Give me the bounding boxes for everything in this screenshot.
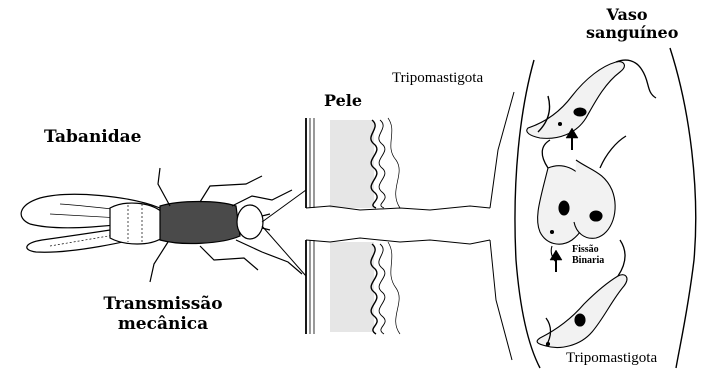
transmissao-label-line2: mecânica (58, 314, 268, 334)
skin-dermis-upper (330, 120, 374, 208)
vessel-wall-left (515, 60, 540, 368)
tripomastigota-bottom-label: Tripomastigota (566, 350, 657, 367)
fissao-label: Fissão Binaria (572, 244, 604, 266)
fly-leg (158, 168, 170, 206)
proboscis-line (262, 190, 306, 222)
vaso-label: Vaso (582, 6, 672, 24)
fissao-label-line2: Binaria (572, 255, 604, 266)
pele-label: Pele (324, 92, 362, 110)
callout-line (490, 240, 512, 360)
transmissao-label: Transmissão mecânica (58, 294, 268, 334)
vaso-label-line2: sanguíneo (586, 24, 678, 42)
fly-leg (236, 240, 302, 274)
skin-section (306, 118, 490, 334)
tripomastigota-top-label: Tripomastigota (392, 70, 483, 87)
fly-head (237, 205, 263, 239)
fly-leg (232, 190, 292, 206)
vessel-wall-right (670, 48, 696, 368)
fly-abdomen (110, 203, 162, 244)
vaso-label-line1: Vaso (582, 6, 672, 24)
trypanosome-icon (527, 60, 656, 138)
fly-leg (150, 242, 168, 282)
fly-thorax (160, 202, 240, 244)
proboscis-line (262, 226, 306, 276)
fly-leg (200, 246, 258, 270)
fly-leg (200, 176, 262, 202)
fissao-label-line1: Fissão (572, 244, 604, 255)
callout-line (490, 92, 514, 208)
skin-dermis-lower (330, 242, 374, 332)
tabanidae-label: Tabanidae (44, 128, 141, 147)
transmissao-label-line1: Transmissão (58, 294, 268, 314)
tabanid-fly-icon (21, 168, 302, 282)
